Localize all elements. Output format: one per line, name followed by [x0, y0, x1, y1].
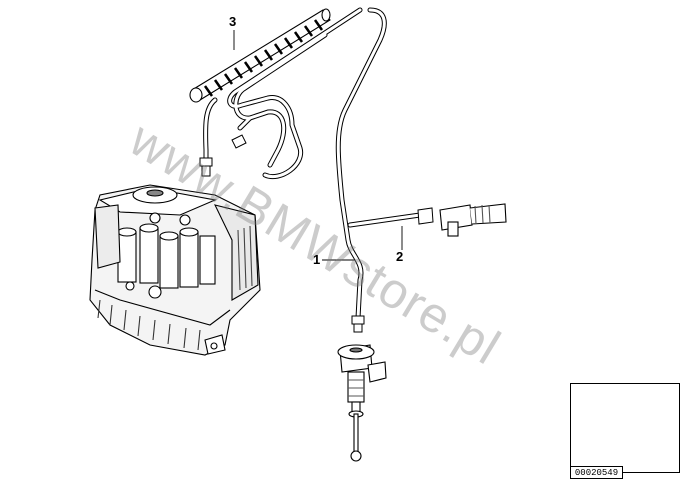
leader-lines — [233, 30, 403, 261]
pressure-switch — [439, 203, 507, 237]
thumbnail-code: 00020549 — [570, 466, 623, 479]
callout-1: 1 — [313, 252, 321, 267]
brake-lines — [203, 7, 423, 321]
callout-2: 2 — [396, 249, 404, 264]
protective-sleeve — [189, 8, 331, 103]
overview-thumbnail-frame — [570, 383, 680, 473]
abs-unit — [89, 184, 261, 356]
callout-3: 3 — [229, 14, 237, 29]
master-cylinder — [337, 344, 387, 462]
tube-fittings — [199, 134, 434, 333]
